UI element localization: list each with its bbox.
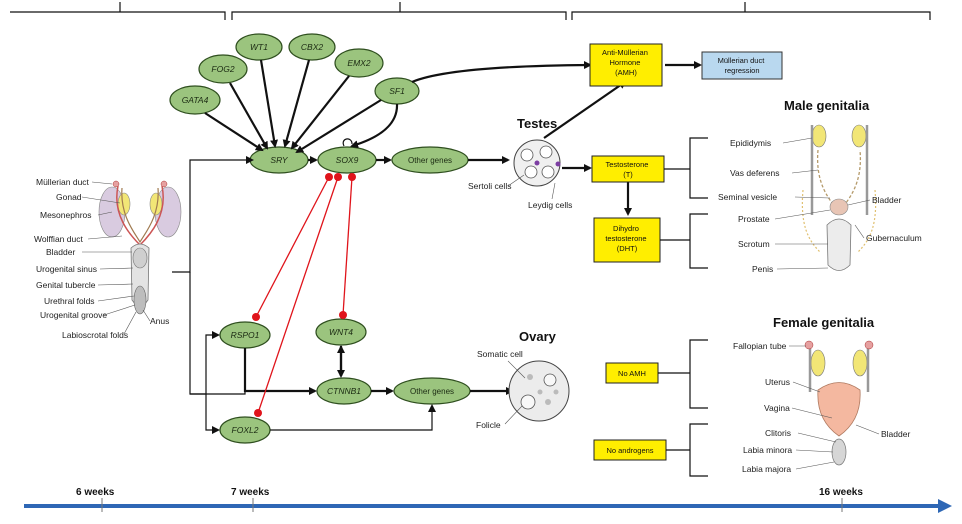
ovary-illustration: Ovary Somatic cell Folicle bbox=[476, 329, 570, 430]
gene-cbx2-node bbox=[288, 33, 336, 61]
label-gonad: Gonad bbox=[56, 192, 82, 202]
male-label-bladder: Bladder bbox=[872, 195, 901, 205]
gene-wnt4: WNT4 bbox=[329, 327, 353, 337]
gene-emx2-node bbox=[334, 48, 384, 78]
amh-box bbox=[589, 43, 663, 87]
undifferentiated-labels: Müllerian duct Gonad Mesonephros Wolffia… bbox=[34, 177, 169, 340]
female-label-vagina: Vagina bbox=[764, 403, 790, 413]
mullerian-regression-box bbox=[701, 51, 783, 80]
dht-label: Dihydro testosterone (DHT) bbox=[605, 224, 648, 253]
label-leydig-cells: Leydig cells bbox=[528, 200, 572, 210]
mullerian-regression-label: Müllerian duct regression bbox=[718, 56, 767, 75]
timeline: 6 weeks 7 weeks 16 weeks bbox=[24, 487, 952, 513]
label-urethral-folds: Urethral folds bbox=[44, 296, 95, 306]
timeline-16-weeks: 16 weeks bbox=[819, 487, 863, 498]
female-label-uterus: Uterus bbox=[765, 377, 790, 387]
label-wolffian-duct: Wolffian duct bbox=[34, 234, 83, 244]
inhibition-lines bbox=[252, 173, 356, 417]
testosterone-label: Testosterone (T) bbox=[605, 160, 650, 179]
activation-arrows bbox=[172, 59, 702, 434]
testes-title: Testes bbox=[517, 116, 557, 131]
gene-rspo1: RSPO1 bbox=[231, 330, 260, 340]
hormone-boxes: Anti-Müllerian Hormone (AMH) Müllerian d… bbox=[589, 43, 783, 461]
gene-sox9: SOX9 bbox=[336, 155, 359, 165]
male-label-epididymis: Epididymis bbox=[730, 138, 771, 148]
label-bladder: Bladder bbox=[46, 247, 75, 257]
label-folicle: Folicle bbox=[476, 420, 501, 430]
label-labioscrotal-folds: Labioscrotal folds bbox=[62, 330, 128, 340]
male-title: Male genitalia bbox=[784, 98, 870, 113]
timeline-7-weeks: 7 weeks bbox=[231, 487, 270, 498]
female-label-bladder: Bladder bbox=[881, 429, 910, 439]
female-genitalia: Female genitalia Fallopian tube Uterus V… bbox=[733, 315, 910, 474]
other-genes-female: Other genes bbox=[410, 387, 454, 396]
gene-network: WT1 CBX2 FOG2 EMX2 GATA4 SF1 SRY SOX9 Ot… bbox=[169, 33, 471, 444]
gene-emx2: EMX2 bbox=[347, 58, 370, 68]
amh-label: Anti-Müllerian Hormone (AMH) bbox=[602, 48, 650, 77]
testosterone-box bbox=[591, 155, 665, 183]
female-label-labia-majora: Labia majora bbox=[742, 464, 791, 474]
testes-illustration: Testes Sertoli cells Leydig cells bbox=[468, 116, 572, 210]
ovary-title: Ovary bbox=[519, 329, 557, 344]
undifferentiated-anatomy bbox=[98, 180, 182, 315]
timeline-6-weeks: 6 weeks bbox=[76, 487, 115, 498]
male-label-vas-deferens: Vas deferens bbox=[730, 168, 779, 178]
female-label-clitoris: Clitoris bbox=[765, 428, 791, 438]
label-anus: Anus bbox=[150, 316, 169, 326]
label-urogenital-groove: Urogenital groove bbox=[40, 310, 107, 320]
label-sertoli-cells: Sertoli cells bbox=[468, 181, 511, 191]
dht-box bbox=[593, 217, 661, 263]
male-label-scrotum: Scrotum bbox=[738, 239, 770, 249]
gene-gata4: GATA4 bbox=[182, 95, 209, 105]
male-label-penis: Penis bbox=[752, 264, 773, 274]
label-genital-tubercle: Genital tubercle bbox=[36, 280, 96, 290]
gene-wt1: WT1 bbox=[250, 42, 268, 52]
gene-gata4-node bbox=[169, 85, 221, 115]
male-label-gubernaculum: Gubernaculum bbox=[866, 233, 922, 243]
female-title: Female genitalia bbox=[773, 315, 875, 330]
top-brackets bbox=[10, 2, 931, 20]
male-label-prostate: Prostate bbox=[738, 214, 770, 224]
label-mesonephros: Mesonephros bbox=[40, 210, 92, 220]
other-genes-male: Other genes bbox=[408, 156, 452, 165]
label-urogenital-sinus: Urogenital sinus bbox=[36, 264, 97, 274]
no-amh-label: No AMH bbox=[618, 369, 646, 378]
gene-wt1-node bbox=[235, 33, 283, 61]
gene-cbx2: CBX2 bbox=[301, 42, 323, 52]
male-genitalia: Male genitalia Epididymis Vas deferens S… bbox=[718, 98, 922, 274]
label-somatic-cell: Somatic cell bbox=[477, 349, 523, 359]
gene-foxl2: FOXL2 bbox=[232, 425, 259, 435]
female-label-labia-minora: Labia minora bbox=[743, 445, 792, 455]
gene-sry: SRY bbox=[270, 155, 288, 165]
female-label-fallopian-tube: Fallopian tube bbox=[733, 341, 787, 351]
gene-ctnnb1: CTNNB1 bbox=[327, 386, 361, 396]
gene-sf1: SF1 bbox=[389, 86, 405, 96]
label-mullerian-duct: Müllerian duct bbox=[36, 177, 90, 187]
no-androgens-label: No androgens bbox=[606, 446, 653, 455]
gene-fog2-node bbox=[198, 54, 248, 84]
box-connectors bbox=[658, 137, 708, 477]
male-label-seminal-vesicle: Seminal vesicle bbox=[718, 192, 777, 202]
gene-fog2: FOG2 bbox=[211, 64, 234, 74]
